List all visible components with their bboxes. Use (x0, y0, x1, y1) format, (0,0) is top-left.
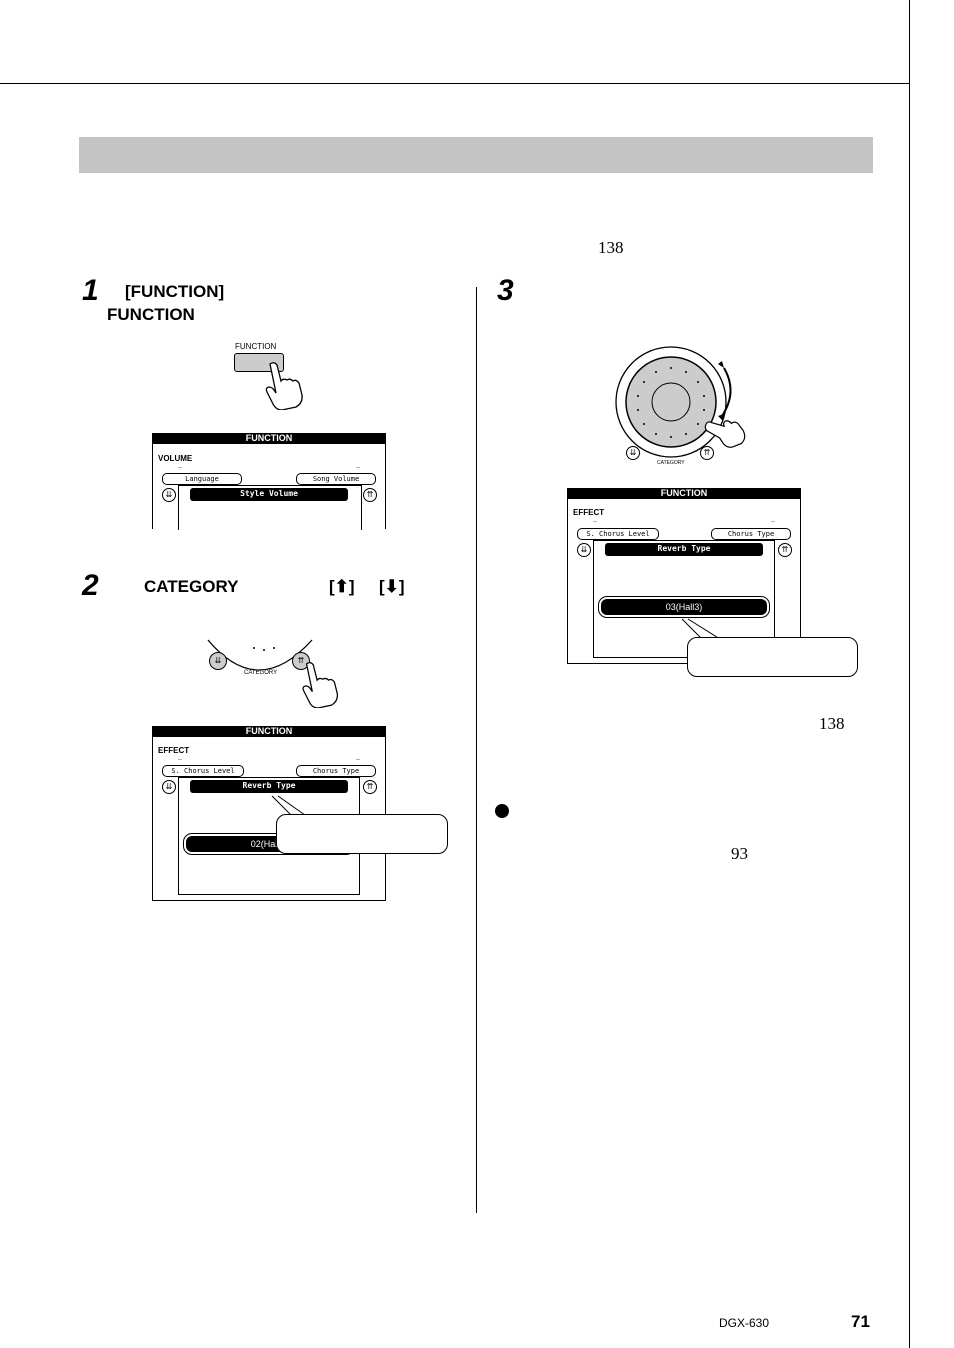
page-ref-right: 138 (819, 714, 845, 733)
category-caption: CATEGORY (244, 670, 278, 676)
dial-edge-icon (207, 639, 313, 671)
lcd1-header: FUNCTION (152, 433, 386, 444)
pressing-hand-icon (302, 662, 339, 708)
lcd3-selected-item: Reverb Type (605, 543, 763, 556)
lcd3-header: FUNCTION (567, 488, 801, 499)
category-up-icon: ⇈ (363, 780, 377, 794)
category-buttons-illustration: ⇊ ⇈ CATEGORY (200, 636, 350, 710)
right-rule (909, 0, 910, 1348)
column-divider (476, 287, 477, 1213)
top-rule (0, 83, 910, 84)
lcd1-mode-label: VOLUME (158, 454, 193, 463)
lcd2-left-item: S. Chorus Level (162, 765, 244, 777)
step1-button-ref: [FUNCTION] (125, 282, 225, 301)
lcd3-value: 03(Hall3) (598, 596, 770, 618)
section-heading-bar (79, 137, 873, 173)
function-button-illustration: FUNCTION (230, 342, 310, 412)
step1-function-text: FUNCTION (107, 305, 195, 324)
category-down-button[interactable]: ⇊ (209, 652, 227, 670)
callout-pointer-3 (681, 618, 721, 640)
category-down-icon: ⇊ (162, 488, 176, 502)
bullet-icon (495, 804, 509, 818)
data-dial-icon[interactable] (612, 346, 752, 468)
lcd1-left-item: Language (162, 473, 242, 485)
lcd3-right-item: Chorus Type (711, 528, 791, 540)
footer-page-number: 71 (851, 1312, 870, 1331)
category-up-icon: ⇈ (363, 488, 377, 502)
page-ref-top: 138 (598, 238, 624, 257)
step-number-3: 3 (497, 274, 514, 307)
data-dial-illustration: ⇊ ⇈ CATEGORY (612, 346, 752, 468)
category-down-icon: ⇊ (577, 543, 591, 557)
lcd2-mode-label: EFFECT (158, 746, 190, 755)
step2-category-text: CATEGORY (144, 577, 239, 596)
step-number-1: 1 (82, 274, 99, 307)
callout-box-2 (276, 814, 448, 854)
category-caption: CATEGORY (657, 460, 685, 466)
lcd1-selected-item: Style Volume (190, 488, 348, 501)
lcd2-selected-item: Reverb Type (190, 780, 348, 793)
category-down-icon: ⇊ (162, 780, 176, 794)
function-button-caption: FUNCTION (235, 342, 277, 351)
callout-box-3 (687, 637, 858, 677)
lcd3-mode-label: EFFECT (573, 508, 605, 517)
category-up-button[interactable]: ⇈ (292, 652, 310, 670)
category-down-icon: ⇊ (626, 446, 640, 460)
footer-model: DGX-630 (719, 1316, 770, 1330)
lcd1-right-item: Song Volume (296, 473, 376, 485)
lcd3-left-item: S. Chorus Level (577, 528, 659, 540)
lcd-display-effect-3: FUNCTION EFFECT ‥ ‥ S. Chorus Level Chor… (567, 488, 801, 664)
step2-down-button-ref: [⬇] (379, 577, 405, 596)
lcd-display-volume: FUNCTION VOLUME ‥ ‥ Language Song Volume… (152, 433, 386, 530)
step-number-2: 2 (82, 569, 99, 602)
category-up-icon: ⇈ (778, 543, 792, 557)
lcd2-header: FUNCTION (152, 726, 386, 737)
lcd-display-effect-2: FUNCTION EFFECT ‥ ‥ S. Chorus Level Chor… (152, 726, 386, 902)
step2-up-button-ref: [⬆] (329, 577, 355, 596)
category-up-icon: ⇈ (700, 446, 714, 460)
lcd2-right-item: Chorus Type (296, 765, 376, 777)
page-ref-note: 93 (731, 844, 748, 863)
pressing-hand-icon (265, 362, 303, 410)
turning-hand-icon (704, 420, 746, 448)
